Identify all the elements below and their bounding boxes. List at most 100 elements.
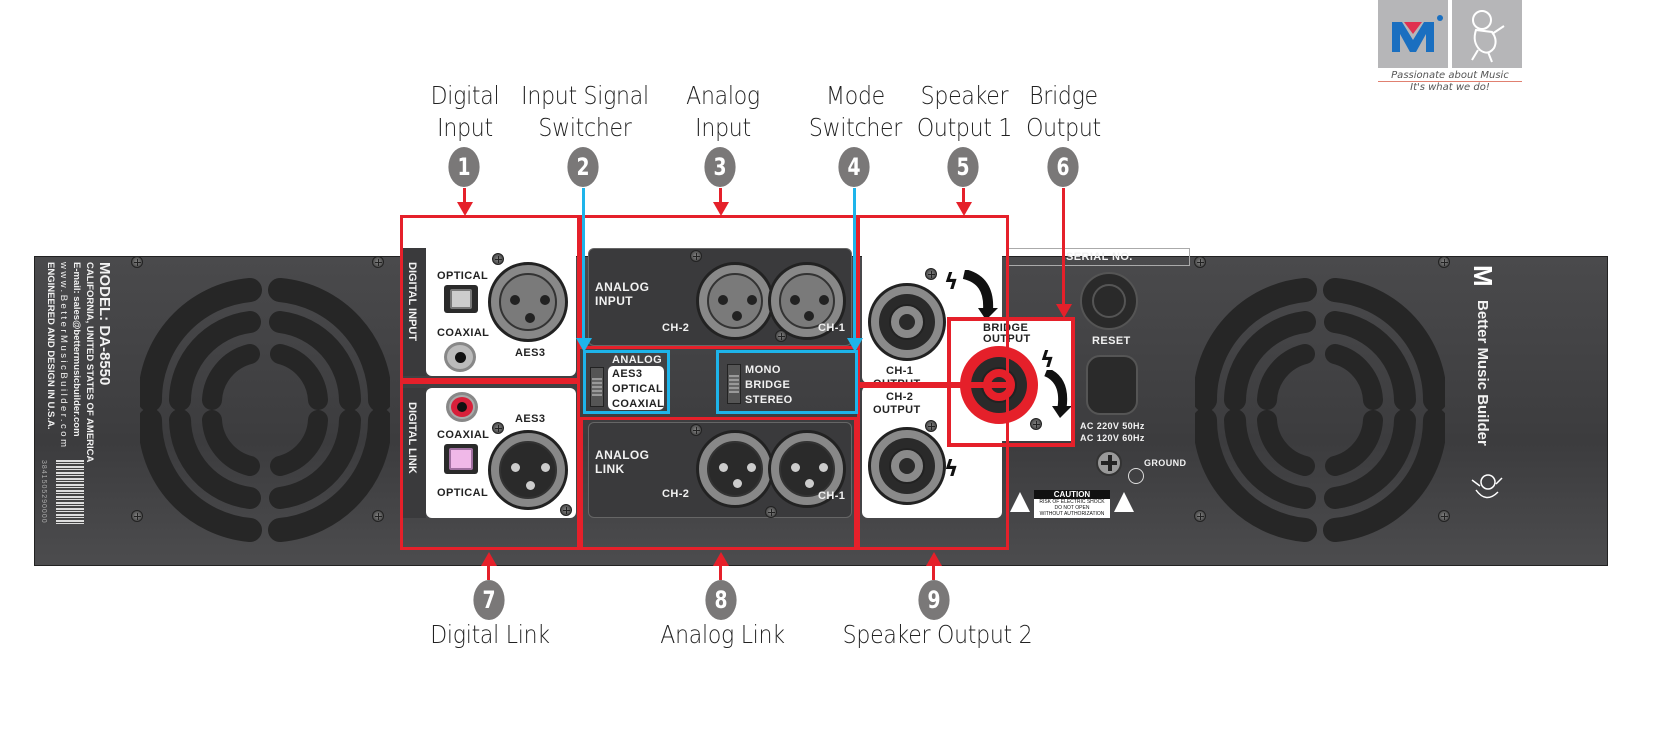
- connector-line-1: [463, 188, 466, 204]
- arrow-up-7: [481, 552, 497, 566]
- analog-input-ch2-connector[interactable]: [696, 262, 774, 340]
- brand-mascot-icon: [1466, 470, 1508, 506]
- input-switch-option-aes3: AES3: [612, 368, 643, 380]
- highlight-mode-switch: [716, 350, 858, 414]
- input-signal-switch[interactable]: [590, 367, 604, 407]
- screw: [925, 420, 937, 432]
- fan-vent-icon: [1195, 278, 1445, 542]
- screw: [1030, 418, 1042, 430]
- highlight-input-signal-switch: [583, 350, 670, 414]
- screw: [372, 510, 384, 522]
- callout-badge-3: 3: [704, 147, 736, 187]
- model-label: MODEL: DA-8550: [96, 262, 113, 386]
- screw: [131, 510, 143, 522]
- highlight-speaker-output-2: [857, 385, 1009, 550]
- arrow-up-8: [713, 552, 729, 566]
- optical-label: OPTICAL: [437, 270, 489, 282]
- connector-line-8: [719, 564, 722, 580]
- logo-tagline-1: Passionate about Music: [1378, 70, 1522, 82]
- highlight-analog-input: [580, 215, 857, 349]
- caution-title: CAUTION: [1034, 490, 1110, 499]
- screw: [690, 424, 702, 436]
- mv-logo-icon: [1392, 15, 1443, 52]
- analog-link-label-1: ANALOG: [595, 448, 650, 462]
- shock-warning-icon: [1010, 492, 1030, 512]
- screw: [1194, 510, 1206, 522]
- highlight-digital-input: [400, 215, 580, 381]
- screw: [131, 256, 143, 268]
- connector-line-2: [582, 188, 585, 340]
- ch2-output-label-1: CH-2: [886, 391, 914, 403]
- email-label: E-mail: sales@bettermusicbuilder.com: [71, 262, 82, 437]
- mascot-tile: [1452, 0, 1522, 68]
- aes3-input-connector[interactable]: [488, 262, 568, 342]
- aes3-link-label: AES3: [515, 413, 546, 425]
- ch1-output-label-1: CH-1: [886, 365, 914, 377]
- serial-number-label: SERIAL NO.: [1066, 251, 1133, 263]
- exclamation-warning-icon: [1114, 492, 1134, 512]
- screw: [492, 422, 504, 434]
- screw: [1438, 256, 1450, 268]
- optical-input-port[interactable]: [444, 285, 478, 313]
- ch2-output-label-2: OUTPUT: [873, 404, 921, 416]
- lock-arrow-icon: [1044, 367, 1072, 418]
- connector-line-5: [962, 188, 965, 204]
- highlight-digital-link: [400, 381, 580, 550]
- screw: [1194, 256, 1206, 268]
- analog-link-ch1-label: CH-1: [818, 490, 846, 502]
- arrow-down-3: [713, 202, 729, 216]
- connector-line-9: [932, 564, 935, 580]
- speakon-ch1-connector[interactable]: [868, 283, 946, 361]
- highlight-analog-link: [580, 417, 857, 550]
- callout-badge-8: 8: [705, 580, 737, 620]
- screw: [775, 330, 787, 342]
- analog-link-ch2-connector[interactable]: [696, 430, 774, 508]
- lightning-icon: ϟ: [944, 457, 959, 482]
- ac-voltage-120: AC 120V 60Hz: [1080, 433, 1145, 443]
- aes3-link-connector[interactable]: [488, 430, 568, 510]
- arrow-up-9: [926, 552, 942, 566]
- coaxial-input-port[interactable]: [444, 342, 476, 372]
- screw: [372, 256, 384, 268]
- connector-line-6: [1062, 188, 1065, 306]
- digital-input-label: DIGITAL INPUT: [406, 262, 418, 342]
- callout-badge-2: 2: [567, 147, 599, 187]
- location-label: CALIFORNIA, UNITED STATES OF AMERICA: [84, 262, 95, 463]
- engineered-label: ENGINEERED AND DESIGN IN U.S.A.: [45, 262, 56, 430]
- barcode-number: 3841505290000: [40, 460, 47, 524]
- reset-label: RESET: [1092, 335, 1131, 347]
- mode-switch[interactable]: [727, 364, 741, 404]
- screw: [560, 504, 572, 516]
- optical-link-label: OPTICAL: [437, 487, 489, 499]
- callout-badge-5: 5: [947, 147, 979, 187]
- connector-line-7: [487, 564, 490, 580]
- analog-link-label-2: LINK: [595, 462, 625, 476]
- barcode: [56, 460, 84, 524]
- caution-label-box: CAUTION RISK OF ELECTRIC SHOCK DO NOT OP…: [1034, 490, 1110, 518]
- mascot-icon: [1471, 10, 1505, 63]
- ground-screw-icon[interactable]: [1096, 450, 1122, 476]
- connector-line-3: [719, 188, 722, 204]
- arrow-down-6: [1056, 304, 1072, 318]
- analog-input-label-1: ANALOG: [595, 280, 650, 294]
- aes3-label: AES3: [515, 347, 546, 359]
- analog-input-ch1-connector[interactable]: [768, 262, 846, 340]
- ground-label: GROUND: [1144, 458, 1187, 468]
- optical-link-port[interactable]: [444, 444, 478, 474]
- callout-label-analog-link: Analog Link: [660, 620, 785, 649]
- brand-mark-icon: M: [1468, 265, 1498, 287]
- callout-label-speaker-output-2: Speaker Output 2: [842, 620, 1033, 649]
- coaxial-link-port[interactable]: [446, 392, 478, 422]
- fan-vent-icon: [140, 278, 390, 542]
- ac-voltage-220: AC 220V 50Hz: [1080, 421, 1145, 431]
- speakon-ch2-connector[interactable]: [868, 427, 946, 505]
- ground-symbol-icon: [1128, 468, 1144, 484]
- reset-button[interactable]: [1080, 272, 1138, 330]
- analog-link-ch1-connector[interactable]: [768, 430, 846, 508]
- mode-option-stereo: STEREO: [745, 394, 793, 406]
- mode-option-bridge: BRIDGE: [745, 379, 791, 391]
- ac-power-inlet[interactable]: [1086, 355, 1138, 415]
- caution-line-2: DO NOT OPEN: [1054, 505, 1090, 511]
